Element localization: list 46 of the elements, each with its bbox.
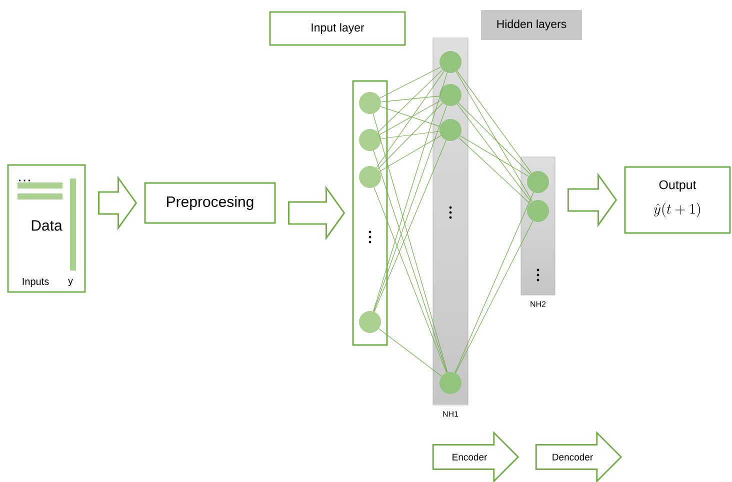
connection-line — [454, 192, 534, 374]
connection-line — [456, 104, 532, 202]
title-box: Input layer — [269, 11, 406, 46]
neuron-circle — [359, 92, 381, 114]
layer-label: NH2 — [530, 301, 546, 307]
connection-line — [456, 70, 532, 174]
connection-line — [458, 102, 530, 174]
connection-line — [374, 187, 447, 373]
block-arrow — [567, 172, 618, 228]
connection-line — [373, 150, 448, 373]
block-arrow — [98, 176, 138, 230]
connection-line — [458, 137, 530, 204]
connection-line — [455, 220, 534, 374]
connection-line — [378, 102, 443, 170]
connection-line — [380, 96, 440, 102]
connection-line — [378, 328, 442, 377]
connection-line — [380, 131, 440, 139]
connection-line — [372, 113, 448, 373]
title-box: Hidden layers — [481, 10, 582, 40]
neuron-circle — [527, 200, 549, 222]
neuron-circle — [440, 372, 462, 394]
neuron-circle — [359, 311, 381, 333]
neuron-circle — [440, 119, 462, 141]
data-label: Data — [32, 220, 62, 231]
neuron-circle — [527, 171, 549, 193]
text-ellipsis: … — [19, 180, 30, 182]
target-label: y — [68, 278, 73, 286]
connection-line — [456, 71, 533, 202]
connection-line — [379, 135, 442, 172]
output-label: Output — [659, 180, 696, 192]
connection-line — [378, 70, 443, 132]
neuron-circle — [359, 129, 381, 151]
neuron-circle — [359, 166, 381, 188]
inputs-label: Inputs — [22, 278, 49, 287]
process-box: Preprocesing — [144, 182, 276, 224]
neuron-circle — [440, 84, 462, 106]
connection-line — [380, 106, 440, 127]
connection-line — [380, 66, 441, 98]
layer-label: NH1 — [443, 411, 458, 417]
block-arrow — [288, 186, 346, 240]
connection-line — [460, 135, 529, 177]
connection-line — [374, 140, 446, 312]
output-formula: $\hat{y}(t+1)$ — [654, 202, 700, 218]
neuron-circle — [440, 51, 462, 73]
connection-line — [376, 70, 444, 168]
connection-line — [379, 100, 442, 135]
